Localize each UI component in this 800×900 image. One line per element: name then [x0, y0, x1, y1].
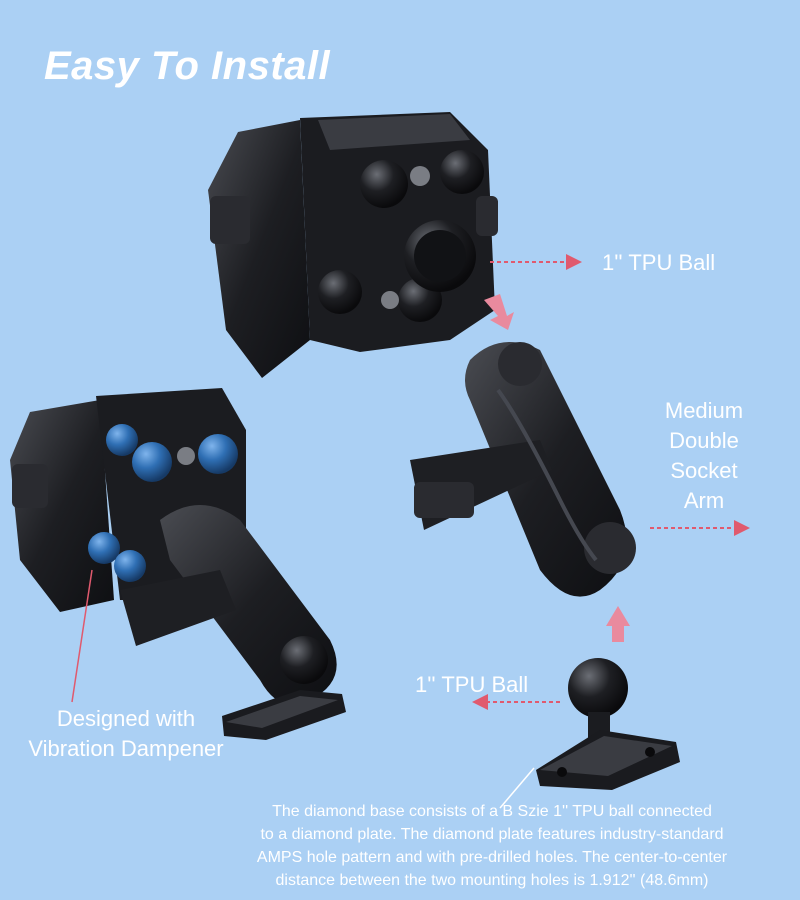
arrow-down-icon — [484, 294, 514, 330]
description-line: to a diamond plate. The diamond plate fe… — [260, 826, 724, 843]
diamond-base-right — [536, 658, 680, 790]
description-line: AMPS hole pattern and with pre-drilled h… — [256, 849, 728, 866]
label-damp-line: Designed with — [56, 706, 196, 731]
label-double-socket-arm: Medium Double Socket Arm — [652, 396, 756, 516]
label-arm-line: Medium — [664, 398, 744, 423]
phone-holder-top — [208, 112, 498, 378]
assembled-mount — [10, 388, 346, 740]
label-arm-line: Double — [669, 428, 739, 453]
description-line: distance between the two mounting holes … — [275, 872, 709, 889]
label-damp-line: Vibration Dampener — [28, 736, 224, 761]
label-tpu-ball-bottom: 1'' TPU Ball — [415, 672, 529, 697]
pointer-dampener — [71, 569, 93, 703]
arrow-up-icon — [606, 606, 630, 642]
label-arm-line: Socket — [670, 458, 738, 483]
label-tpu-ball-top: 1'' TPU Ball — [602, 250, 716, 275]
description-line: The diamond base consists of a B Szie 1'… — [272, 803, 712, 820]
label-vibration-dampener: Designed with Vibration Dampener — [8, 704, 244, 764]
double-socket-arm — [410, 342, 636, 597]
label-arm-line: Arm — [683, 488, 725, 513]
pointer-line — [499, 767, 535, 809]
page-title: Easy To Install — [44, 44, 331, 88]
description-text: The diamond base consists of a B Szie 1'… — [190, 800, 794, 892]
